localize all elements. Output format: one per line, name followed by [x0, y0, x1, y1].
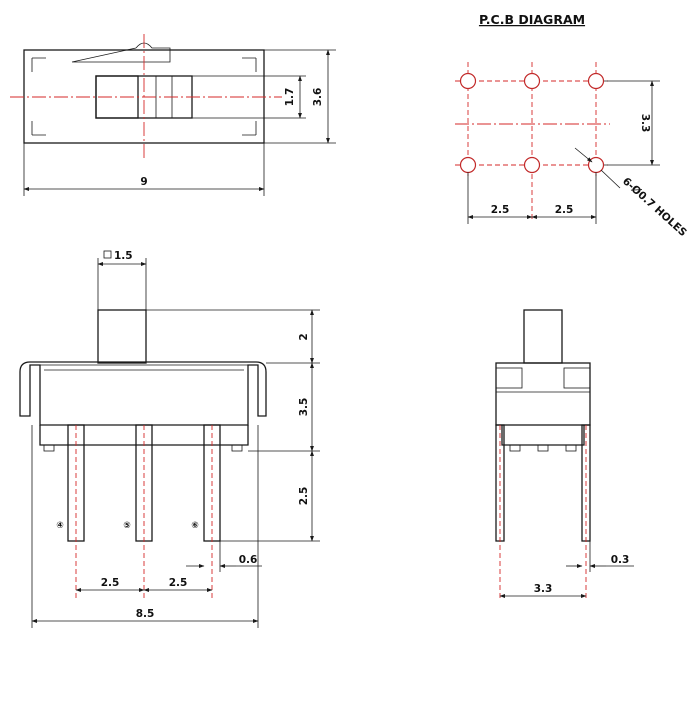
front-view: ④ ⑤ ⑥ 1.5 2 3.5 2.5 0.6 2.5 2.5 8.5	[19, 250, 320, 628]
dim-overall-width: 8.5	[136, 608, 155, 620]
pcb-dim-pitch-2: 2.5	[555, 204, 574, 216]
dim-pin-length: 2.5	[298, 487, 310, 506]
pcb-hole	[523, 156, 541, 174]
pin-label-4: ④	[56, 521, 64, 531]
side-dim-pin-thickness: 0.3	[611, 554, 630, 566]
pcb-title: P.C.B DIAGRAM	[479, 12, 585, 27]
pcb-dim-row: 3.3	[639, 114, 651, 133]
dim-top-height: 3.6	[312, 88, 324, 107]
dim-pitch-1: 2.5	[101, 577, 120, 589]
side-view: 0.3 3.3	[495, 309, 634, 600]
pcb-hole	[459, 72, 477, 90]
pcb-diagram: P.C.B DIAGRAM 3.3 2.5 2.5 6-Ø0.7 HOLES	[455, 12, 689, 239]
dim-actuator-height: 2	[298, 333, 310, 340]
pcb-hole	[587, 72, 605, 90]
pcb-dim-pitch-1: 2.5	[491, 204, 510, 216]
top-view: 3.6 1.7 9	[10, 34, 336, 196]
dim-slider-height: 1.7	[284, 88, 296, 107]
dim-body-height: 3.5	[298, 398, 310, 417]
side-dim-row: 3.3	[534, 583, 553, 595]
dim-pitch-2: 2.5	[169, 577, 188, 589]
pcb-holes-note: 6-Ø0.7 HOLES	[620, 175, 689, 239]
pcb-hole	[459, 156, 477, 174]
pin-label-5: ⑤	[123, 521, 131, 531]
pcb-hole	[523, 72, 541, 90]
dim-actuator: 1.5	[114, 250, 133, 262]
dim-top-width: 9	[140, 176, 147, 188]
pin-label-6: ⑥	[191, 521, 199, 531]
dim-pin-thickness: 0.6	[239, 554, 258, 566]
